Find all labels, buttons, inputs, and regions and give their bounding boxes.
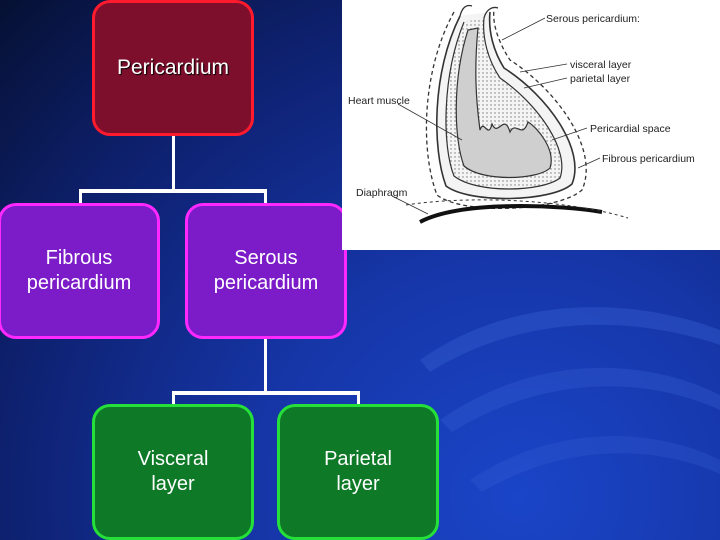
label-diaphragm: Diaphragm [356, 187, 408, 199]
label-serous-pericardium: Serous pericardium: [546, 13, 640, 25]
node-fibrous-pericardium: Fibrous pericardium [0, 203, 160, 339]
label-pericardial-space: Pericardial space [590, 123, 671, 135]
node-visceral-layer: Visceral layer [92, 404, 254, 540]
connector-to-visceral [172, 391, 175, 407]
connector-to-fibrous [79, 189, 82, 205]
node-pericardium: Pericardium [92, 0, 254, 136]
node-parietal-layer: Parietal layer [277, 404, 439, 540]
label-visceral-layer: visceral layer [570, 59, 632, 71]
node-fibrous-label: Fibrous pericardium [26, 247, 132, 294]
node-parietal-label: Parietal layer [324, 448, 392, 495]
label-parietal-layer: parietal layer [570, 73, 631, 85]
heart-muscle-shape [455, 27, 552, 179]
diaphragm-shape [419, 204, 603, 224]
connector-root-down [172, 134, 175, 192]
connector-level2-horizontal [172, 391, 360, 395]
node-serous-pericardium: Serous pericardium [185, 203, 347, 339]
connector-to-serous [264, 189, 267, 205]
connector-serous-down [264, 336, 267, 394]
node-visceral-label: Visceral layer [137, 448, 209, 495]
label-heart-muscle: Heart muscle [348, 95, 410, 107]
node-serous-label: Serous pericardium [213, 247, 319, 294]
connector-to-parietal [357, 391, 360, 407]
pericardium-illustration: Serous pericardium: visceral layer parie… [342, 0, 720, 250]
fibrous-layer-shape [425, 9, 587, 210]
label-fibrous-pericardium: Fibrous pericardium [602, 153, 695, 165]
node-pericardium-label: Pericardium [116, 55, 230, 79]
connector-level1-horizontal [79, 189, 267, 193]
